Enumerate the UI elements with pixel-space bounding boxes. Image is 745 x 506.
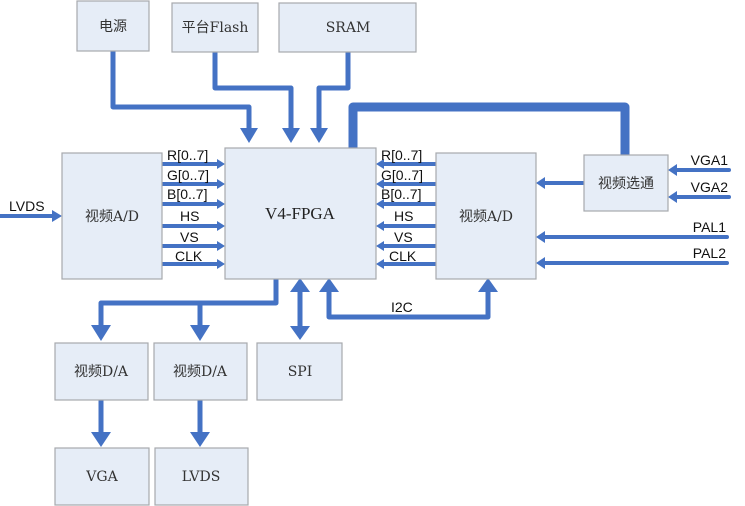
signal-arrow-head: [376, 221, 384, 231]
signal-arrow-head: [217, 221, 225, 231]
input-vga1-label: VGA1: [691, 152, 729, 168]
right-signal-label: R[0..7]: [381, 147, 422, 163]
block-dac-1: 视频D/A: [54, 342, 149, 401]
block-adc-right-label: 视频A/D: [459, 209, 513, 225]
signal-arrow-head: [217, 259, 225, 269]
right-signal-label: CLK: [389, 248, 417, 264]
wire-fpga-spi: [290, 278, 310, 340]
block-out-lvds: LVDS: [154, 447, 249, 506]
block-video-switch-label: 视频选通: [598, 176, 654, 192]
block-dac-1-label: 视频D/A: [74, 364, 129, 380]
left-signal-arrows: [160, 159, 225, 269]
bus-i2c-label: I2C: [391, 299, 413, 315]
left-signal-label: G[0..7]: [167, 167, 209, 183]
signal-arrow-head: [376, 259, 384, 269]
wire-pal1-input: [536, 231, 729, 243]
signal-arrow-head: [376, 199, 384, 209]
wire-pal2-input: [536, 257, 729, 269]
wire-vga1-input: [668, 164, 731, 176]
left-signal-label: R[0..7]: [167, 147, 208, 163]
block-out-vga: VGA: [54, 447, 150, 506]
block-dac-2: 视频D/A: [153, 342, 248, 401]
left-signal-label: HS: [180, 208, 199, 224]
signal-arrow-head: [376, 159, 384, 169]
block-out-vga-label: VGA: [85, 469, 118, 485]
wire-switch-to-adc: [536, 177, 585, 189]
signal-arrow-head: [217, 179, 225, 189]
block-spi-label: SPI: [288, 364, 313, 380]
wire-fpga-to-dacs: [91, 276, 279, 341]
input-vga2-label: VGA2: [691, 179, 729, 195]
right-signal-arrows: [376, 159, 438, 269]
right-signal-label: G[0..7]: [381, 167, 423, 183]
left-signal-labels: R[0..7] G[0..7] B[0..7] HS VS CLK: [167, 147, 209, 264]
wire-sram-to-fpga: [310, 49, 351, 143]
wire-power-to-fpga: [110, 47, 258, 143]
block-power: 电源: [76, 0, 150, 52]
wire-lvds-input: [0, 210, 62, 222]
signal-arrow-head: [376, 179, 384, 189]
block-fpga-label: V4-FPGA: [265, 204, 336, 223]
input-pal2-label: PAL2: [693, 245, 726, 261]
block-adc-left: 视频A/D: [61, 152, 163, 280]
left-signal-label: CLK: [175, 248, 203, 264]
signal-arrow-head: [217, 199, 225, 209]
signal-arrow-head: [376, 241, 384, 251]
wire-flash-to-fpga: [212, 49, 300, 143]
right-signal-label: HS: [394, 208, 413, 224]
block-flash-label: 平台Flash: [182, 20, 249, 36]
bus-fpga-video-switch: [348, 102, 630, 160]
block-out-lvds-label: LVDS: [182, 469, 221, 485]
left-signal-label: B[0..7]: [167, 186, 207, 202]
left-signal-label: VS: [180, 229, 199, 245]
block-sram-label: SRAM: [326, 20, 371, 36]
signal-arrow-head: [217, 241, 225, 251]
block-dac-2-label: 视频D/A: [173, 364, 228, 380]
wire-i2c: [319, 278, 498, 320]
input-pal1-label: PAL1: [693, 219, 726, 235]
right-signal-label: VS: [394, 229, 413, 245]
block-power-label: 电源: [99, 19, 127, 35]
right-signal-label: B[0..7]: [381, 186, 421, 202]
block-flash: 平台Flash: [171, 2, 259, 53]
input-lvds-label: LVDS: [9, 198, 45, 214]
wire-dac2-to-lvds: [190, 397, 210, 447]
block-spi: SPI: [256, 342, 343, 401]
wire-vga2-input: [668, 191, 731, 203]
block-adc-left-label: 视频A/D: [85, 209, 139, 225]
block-adc-right: 视频A/D: [435, 152, 537, 280]
right-signal-labels: R[0..7] G[0..7] B[0..7] HS VS CLK: [381, 147, 423, 264]
block-sram: SRAM: [278, 2, 417, 53]
block-fpga: V4-FPGA: [224, 147, 377, 280]
wire-dac1-to-vga: [91, 397, 111, 447]
block-video-switch: 视频选通: [583, 154, 669, 212]
signal-arrow-head: [217, 159, 225, 169]
